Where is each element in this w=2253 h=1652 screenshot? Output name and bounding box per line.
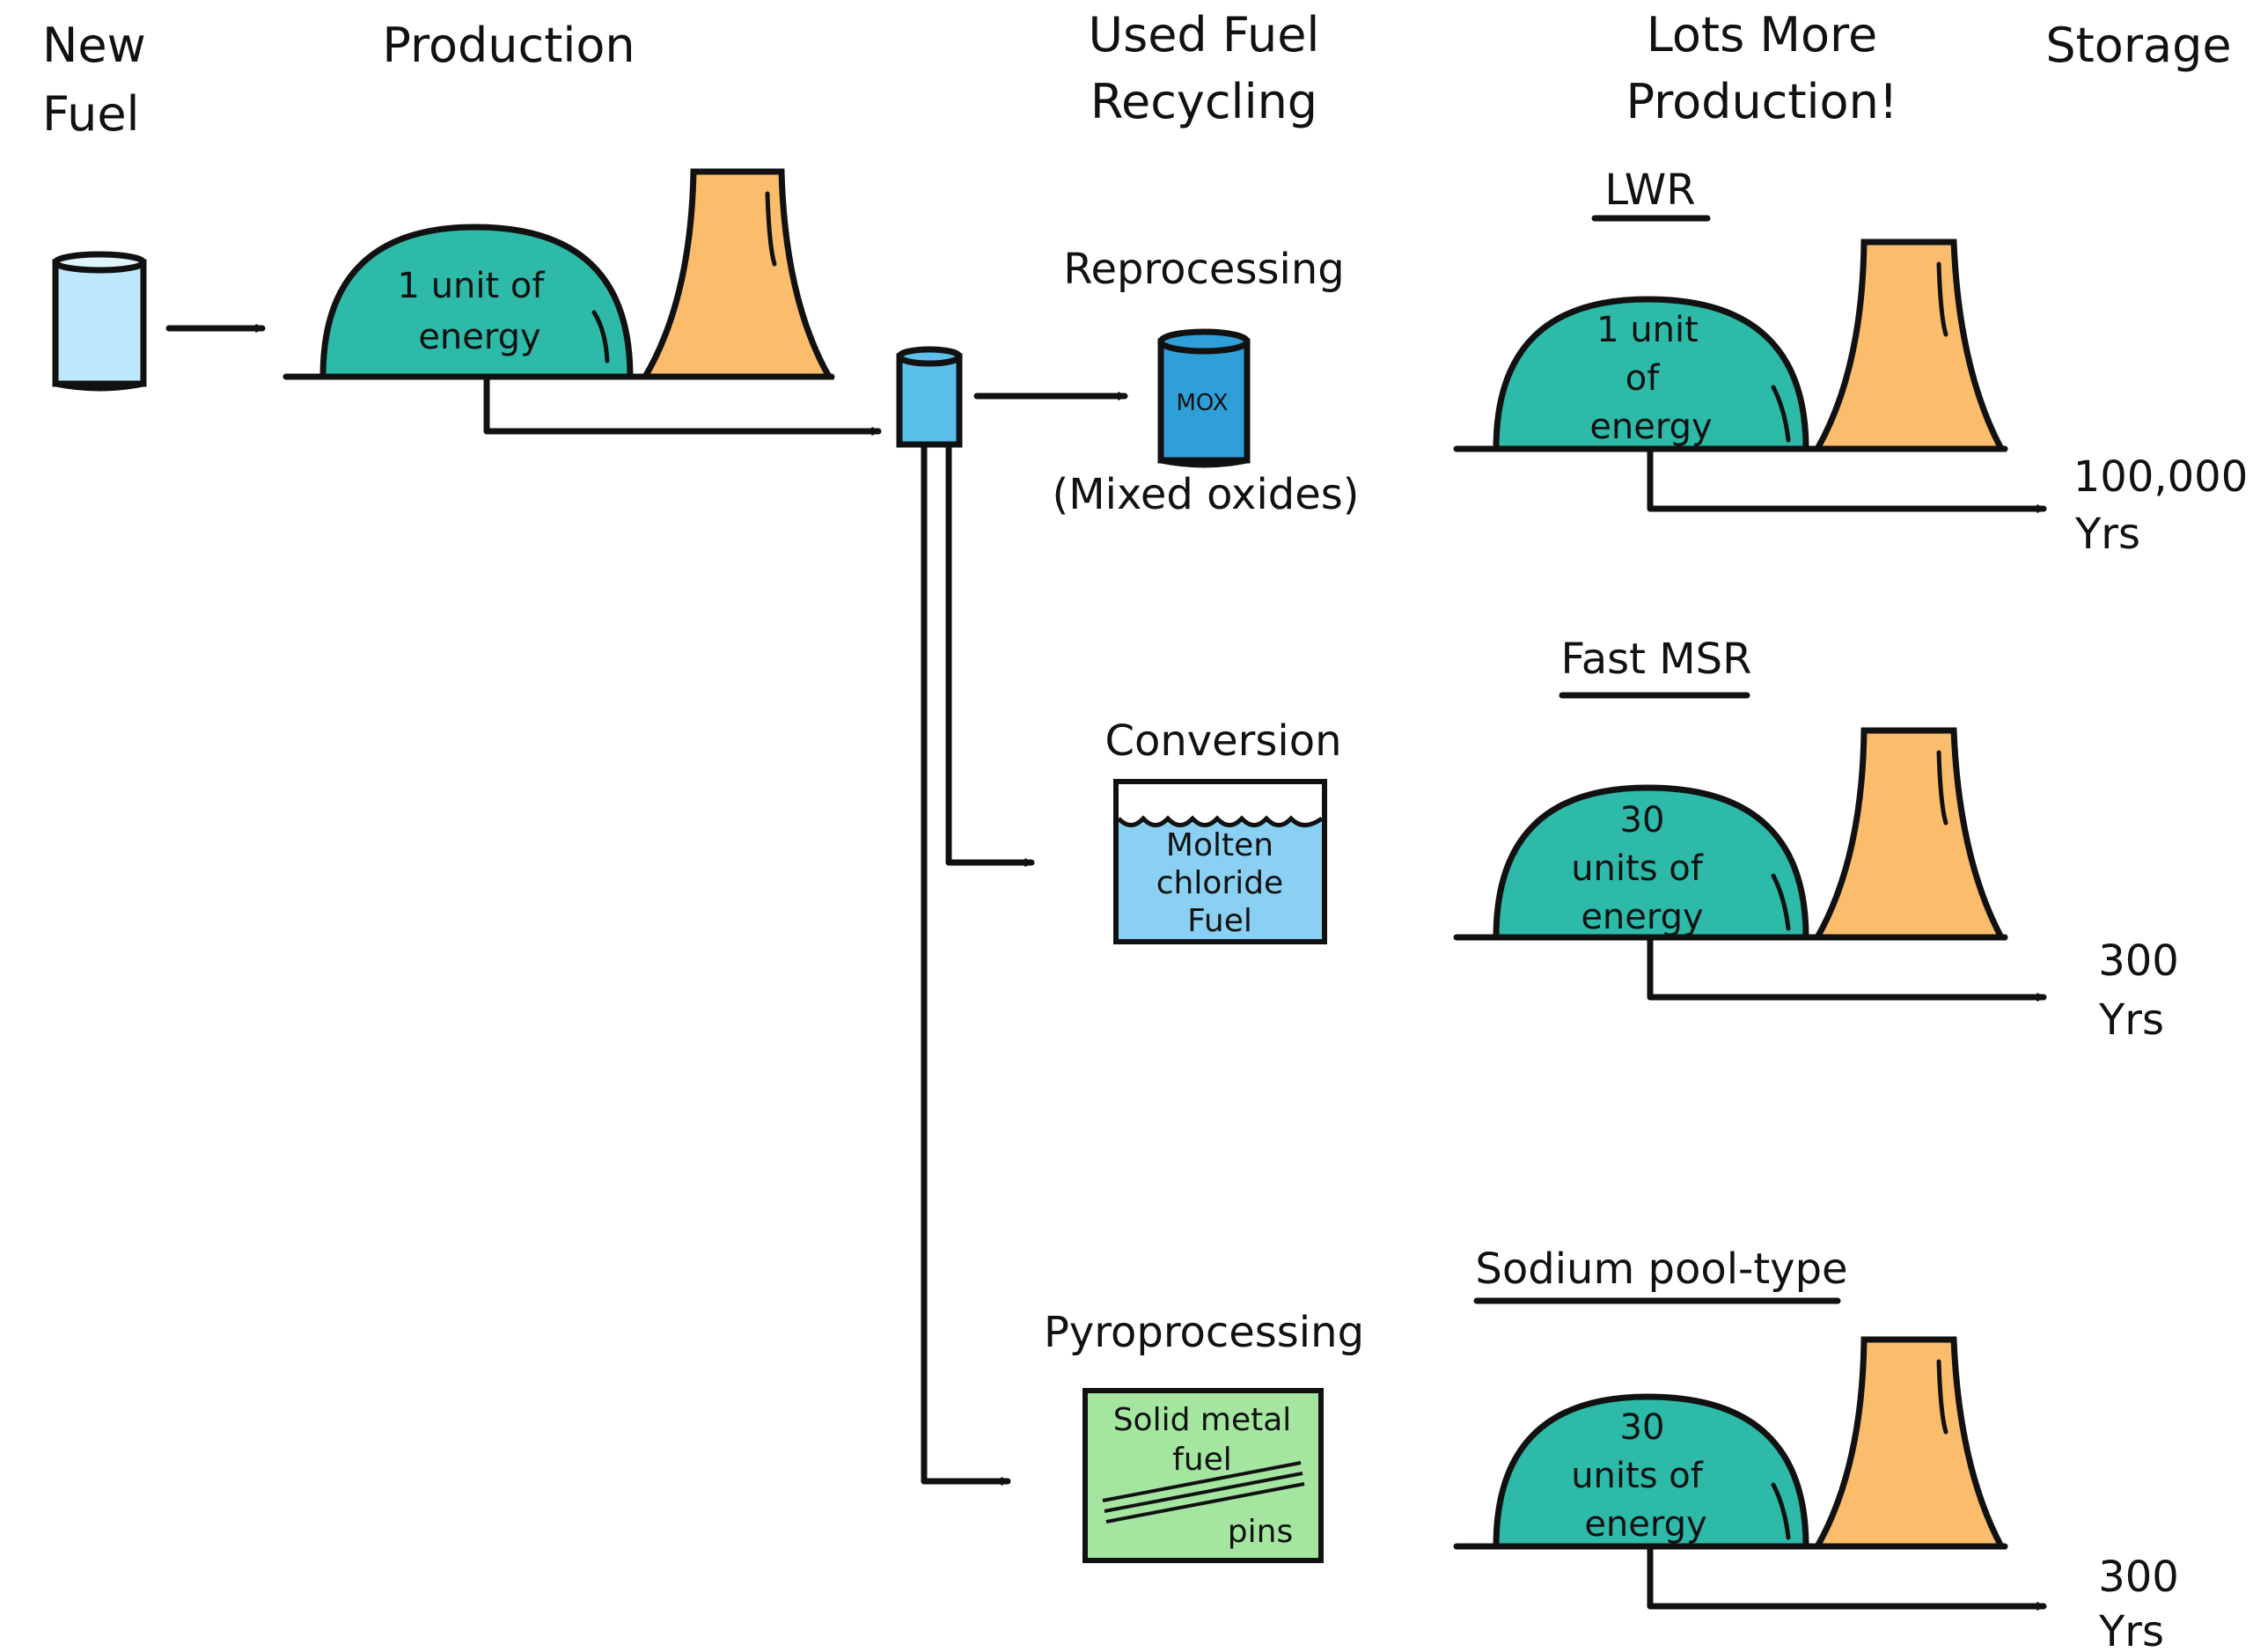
reactor-fast-msr [1453, 727, 2008, 941]
reactor-lwr [1453, 239, 2008, 452]
molten-text-line2: chloride [1156, 865, 1283, 901]
cooling-tower-icon [1811, 239, 2007, 452]
reactor-dome-icon [1493, 784, 1809, 941]
pins-label: pins [1228, 1514, 1293, 1550]
metal-fuel-box-icon [1082, 1388, 1324, 1563]
reactor-sodium-energy-line2: units of [1571, 1456, 1704, 1496]
used-fuel-pipe [921, 441, 952, 1485]
arrow-sodium-to-storage [1647, 1543, 2047, 1611]
production-reactor [283, 168, 835, 380]
storage-fast-msr-unit: Yrs [2098, 995, 2164, 1045]
reactor-fast-msr-energy-line2: units of [1571, 848, 1704, 889]
reactor-dome-icon [1493, 1393, 1809, 1550]
heading-storage: Storage [2045, 18, 2231, 73]
molten-fuel-tank-icon [1113, 779, 1327, 944]
molten-text-line3: Fuel [1187, 903, 1252, 939]
heading-new-fuel-line2: Fuel [42, 86, 140, 142]
heading-used-fuel-line1: Used Fuel [1089, 7, 1320, 62]
reactor-sodium-energy-line1: 30 [1620, 1407, 1665, 1448]
mox-label: MOX [1176, 390, 1228, 416]
reactor-lwr-energy-line3: energy [1589, 407, 1712, 447]
cooling-tower-icon [1811, 727, 2007, 941]
cooling-tower-icon [1811, 1336, 2007, 1550]
used-fuel-canister-icon [896, 346, 963, 448]
arrow-production-to-used-fuel [483, 373, 882, 436]
cooling-tower-icon [639, 168, 835, 380]
storage-sodium-value: 300 [2098, 1553, 2179, 1602]
arrow-fast-msr-to-storage [1647, 934, 2047, 1002]
conversion-title: Conversion [1104, 716, 1341, 766]
reactor-fast-msr-energy-line1: 30 [1620, 800, 1665, 841]
mox-barrel-icon [1157, 328, 1251, 468]
reactor-sodium-energy-line3: energy [1584, 1504, 1706, 1545]
reactor-sodium-name: Sodium pool-type [1475, 1245, 1847, 1294]
storage-sodium-unit: Yrs [2098, 1607, 2164, 1652]
heading-used-fuel-line2: Recycling [1090, 74, 1317, 129]
heading-more-production-line1: Lots More [1647, 7, 1878, 62]
reactor-fast-msr-energy-line3: energy [1581, 897, 1703, 937]
storage-lwr-value: 100,000 [2073, 452, 2249, 502]
metal-fuel-text-line1: Solid metal [1113, 1402, 1292, 1438]
heading-more-production-line2: Production! [1626, 74, 1898, 129]
metal-fuel-text-line2: fuel [1172, 1442, 1232, 1478]
storage-lwr-unit: Yrs [2074, 510, 2140, 559]
reactor-dome-icon [1493, 296, 1809, 452]
reactor-lwr-name: LWR [1604, 165, 1695, 215]
heading-new-fuel-line1: New [42, 18, 146, 73]
reactor-lwr-energy-line2: of [1626, 358, 1660, 399]
reactor-fast-msr-name: Fast MSR [1561, 635, 1752, 684]
arrow-lwr-to-storage [1647, 445, 2047, 513]
heading-production: Production [382, 18, 635, 73]
reprocessing-title: Reprocessing [1063, 245, 1344, 294]
pyroprocessing-title: Pyroprocessing [1044, 1308, 1364, 1357]
production-energy-line1: 1 unit of [398, 266, 546, 306]
storage-fast-msr-value: 300 [2098, 936, 2179, 986]
reactor-sodium-pool-type [1453, 1336, 2008, 1550]
reactor-lwr-energy-line1: 1 unit [1596, 310, 1699, 350]
production-energy-line2: energy [418, 317, 540, 357]
reactor-dome-icon [319, 224, 634, 380]
reprocessing-caption: (Mixed oxides) [1052, 470, 1359, 519]
new-fuel-canister-icon [52, 251, 147, 392]
molten-text-line1: Molten [1166, 827, 1273, 863]
